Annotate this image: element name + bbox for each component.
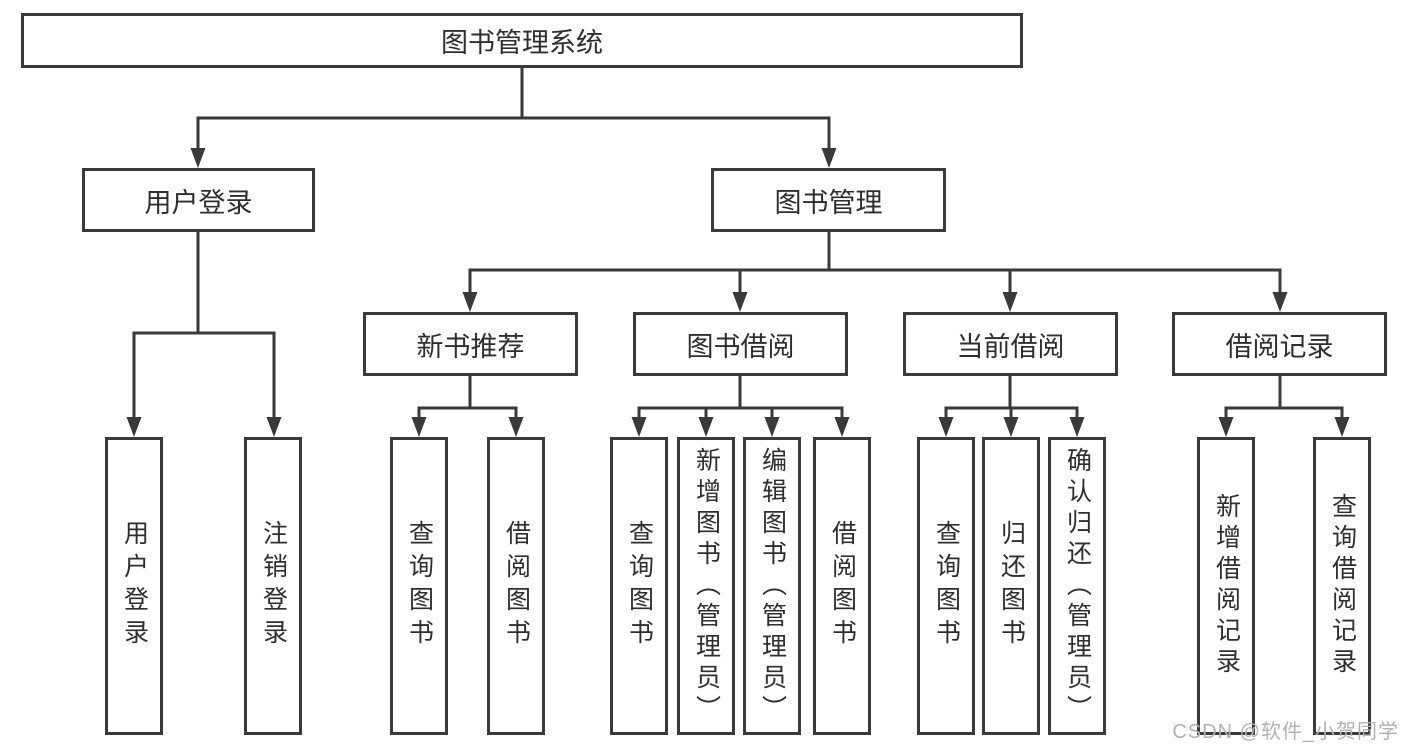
leaf-edit-book-admin-label: 编辑图书（管理员） xyxy=(758,446,787,726)
leaf-borrow-books-label: 借阅图书 xyxy=(828,520,857,652)
node-book-borrowing: 图书借阅 xyxy=(633,312,848,376)
leaf-query-borrow-record-label: 查询借阅记录 xyxy=(1328,493,1357,679)
node-new-book-recommendation: 新书推荐 xyxy=(363,312,578,376)
leaf-query-books-borrow-label: 查询图书 xyxy=(625,520,654,652)
leaf-add-borrow-record-label: 新增借阅记录 xyxy=(1212,493,1241,679)
leaf-borrow-books-recommend: 借阅图书 xyxy=(487,437,545,735)
leaf-logout-label: 注销登录 xyxy=(259,520,288,652)
node-library-management-system: 图书管理系统 xyxy=(21,13,1023,68)
leaf-add-book-admin: 新增图书（管理员） xyxy=(677,437,735,735)
node-current-borrowing: 当前借阅 xyxy=(903,312,1118,376)
leaf-return-book: 归还图书 xyxy=(982,437,1040,735)
leaf-query-books-current-label: 查询图书 xyxy=(932,520,961,652)
leaf-query-books-recommend-label: 查询图书 xyxy=(405,520,434,652)
leaf-query-books-recommend: 查询图书 xyxy=(390,437,448,735)
leaf-user-login-label: 用户登录 xyxy=(120,520,149,652)
arrowheads xyxy=(126,148,1350,437)
leaf-confirm-return-admin-label: 确认归还（管理员） xyxy=(1063,446,1092,726)
leaf-logout: 注销登录 xyxy=(244,437,302,735)
node-book-management: 图书管理 xyxy=(711,168,946,232)
leaf-borrow-books-recommend-label: 借阅图书 xyxy=(502,520,531,652)
leaf-return-book-label: 归还图书 xyxy=(997,520,1026,652)
leaf-add-borrow-record: 新增借阅记录 xyxy=(1197,437,1255,735)
node-borrowing-records: 借阅记录 xyxy=(1172,312,1387,376)
leaf-confirm-return-admin: 确认归还（管理员） xyxy=(1048,437,1106,735)
leaf-edit-book-admin: 编辑图书（管理员） xyxy=(743,437,801,735)
node-user-login-group: 用户登录 xyxy=(82,168,315,232)
leaf-query-borrow-record: 查询借阅记录 xyxy=(1313,437,1371,735)
leaf-user-login: 用户登录 xyxy=(105,437,163,735)
leaf-add-book-admin-label: 新增图书（管理员） xyxy=(692,446,721,726)
leaf-query-books-current: 查询图书 xyxy=(917,437,975,735)
leaf-borrow-books: 借阅图书 xyxy=(813,437,871,735)
leaf-query-books-borrow: 查询图书 xyxy=(610,437,668,735)
csdn-watermark: CSDN @软件_小贺同学 xyxy=(1172,721,1399,743)
